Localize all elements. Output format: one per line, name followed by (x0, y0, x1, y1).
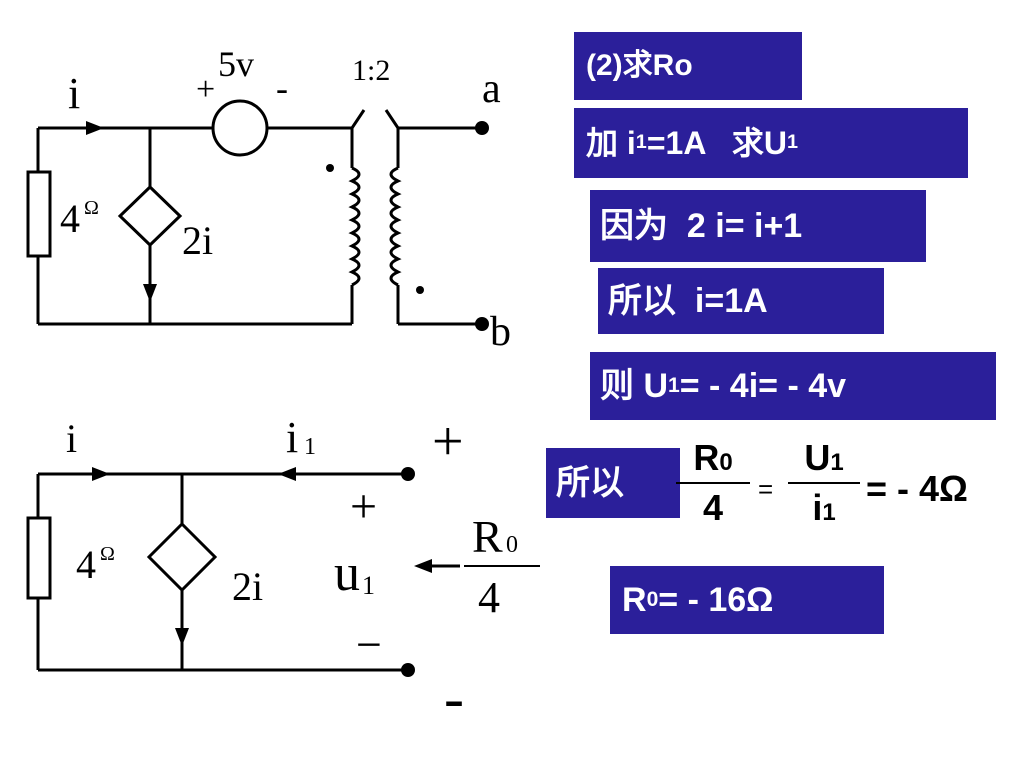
bottom-terminal-top-icon (401, 467, 415, 481)
step-2-a: 加 i (586, 125, 636, 161)
fraction-bar-2 (788, 482, 860, 484)
bottom-plus-outer: + (432, 411, 464, 473)
top-dep-arrow-icon (143, 284, 157, 302)
step-6-equals: = (758, 474, 774, 504)
top-current-arrow-icon (86, 121, 104, 135)
bottom-dependent-source (146, 521, 218, 593)
top-ohm-label: Ω (84, 197, 99, 219)
step-7-c: = - 16Ω (658, 581, 774, 619)
bottom-minus-inner: − (356, 619, 382, 670)
bottom-dep-arrow-icon (175, 628, 189, 646)
step-7-a: R (622, 581, 647, 619)
terminal-b-icon (475, 317, 489, 331)
secondary-dot-icon (416, 286, 424, 294)
bottom-ohm-label: Ω (100, 543, 115, 565)
step-6-num2-main: U (804, 437, 831, 478)
step-5-b: 1 (668, 374, 680, 398)
step-6-result: = - 4Ω (866, 468, 968, 509)
step-5-c: = - 4i= - 4v (679, 367, 847, 405)
step-6-num1-main: R (693, 437, 720, 478)
top-circuit (36, 109, 482, 326)
bottom-frac-num-main: R (472, 511, 503, 562)
step-6-den2-sub: 1 (822, 499, 836, 526)
fraction-bar-1 (676, 482, 750, 484)
step-6-num2-sub: 1 (830, 449, 844, 476)
step-3-box: 因为 2 i= i+1 (590, 190, 926, 262)
step-1-text: (2)求Ro (586, 49, 693, 82)
bottom-frac-num-sub: 0 (506, 532, 518, 558)
step-7-b: 0 (646, 588, 659, 612)
bottom-current-arrow-icon (92, 467, 110, 481)
top-dep-source-label: 2i (182, 218, 213, 263)
step-2-b: 1 (635, 131, 647, 154)
bottom-resistor-label: 4 (76, 542, 96, 587)
top-voltage-source (211, 99, 269, 157)
top-ratio-label: 1:2 (352, 54, 390, 87)
top-source-plus: + (196, 71, 215, 108)
step-6-num1-sub: 0 (719, 449, 733, 476)
primary-dot-icon (326, 164, 334, 172)
step-4-text: 所以 i=1A (608, 282, 768, 320)
top-source-minus: - (276, 68, 288, 108)
step-6-box: 所以 (546, 448, 680, 518)
top-current-label: i (68, 69, 80, 118)
bottom-plus-inner: + (350, 480, 377, 533)
bottom-voltage-sub: 1 (362, 571, 375, 600)
bottom-circuit (36, 472, 540, 672)
top-terminal-a: a (482, 66, 501, 112)
step-3-text: 因为 2 i= i+1 (600, 207, 803, 245)
step-1-box: (2)求Ro (574, 32, 802, 100)
top-terminal-b: b (490, 309, 511, 355)
top-source-label: 5v (218, 44, 254, 84)
bottom-voltage-main: u (334, 545, 360, 602)
step-4-box: 所以 i=1A (598, 268, 884, 334)
top-resistor (26, 170, 52, 258)
step-6-den2-main: i (812, 487, 823, 528)
step-2-c: =1A 求U (646, 125, 788, 161)
bottom-voltage-arrow-icon (414, 559, 432, 573)
bottom-i1-main: i (286, 413, 298, 462)
terminal-a-icon (475, 121, 489, 135)
bottom-minus-outer: - (444, 665, 464, 731)
step-6-label: 所以 (556, 464, 624, 502)
step-6-den1: 4 (702, 487, 724, 528)
bottom-i1-arrow-icon (278, 467, 296, 481)
secondary-coil (389, 166, 402, 287)
bottom-frac-den: 4 (478, 573, 500, 622)
bottom-terminal-bottom-icon (401, 663, 415, 677)
step-2-d: 1 (787, 131, 799, 154)
bottom-i1-sub: 1 (304, 434, 316, 460)
top-resistor-label: 4 (60, 196, 80, 241)
step-5-a: 则 U (600, 367, 668, 405)
primary-coil (348, 166, 361, 287)
top-dependent-source (117, 184, 183, 248)
bottom-resistor (26, 516, 52, 600)
bottom-current-label: i (66, 416, 77, 461)
bottom-dep-source-label: 2i (232, 564, 263, 609)
